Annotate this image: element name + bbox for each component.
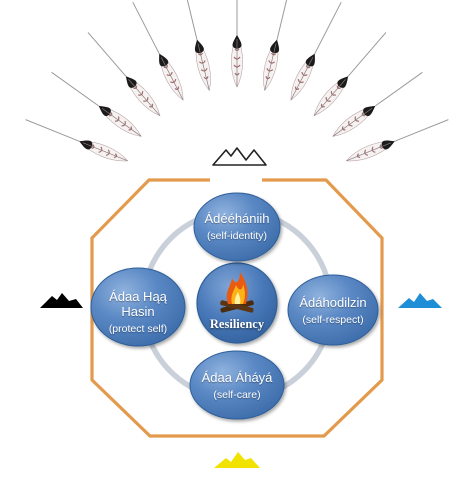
- node-right: [287, 274, 379, 346]
- node-top-text: Ádééhániih (self-identity): [194, 211, 280, 242]
- octagon-frame: [90, 178, 384, 438]
- eagle-feather-icon: [329, 100, 380, 142]
- node-bottom-text: Ádaa Áháyá (self-care): [190, 370, 284, 401]
- center-node: [196, 262, 278, 344]
- feather-quill-line: [276, 0, 288, 40]
- white-mountain-icon: [212, 147, 267, 166]
- node-right-label: Ádáhodilzin: [299, 295, 367, 310]
- node-bottom: [189, 350, 285, 420]
- node-left-text: Ádaa Hąą Hasin (protect self): [96, 289, 180, 335]
- eagle-feather-icon: [121, 72, 165, 120]
- feather-quill-line: [186, 0, 198, 40]
- node-top-label: Ádééhániih: [204, 211, 270, 226]
- node-left-sublabel: (protect self): [108, 322, 168, 335]
- node-right-sublabel: (self-respect): [302, 313, 364, 326]
- node-right-text: Ádáhodilzin (self-respect): [288, 295, 378, 326]
- node-bottom-sublabel: (self-care): [213, 388, 261, 401]
- eagle-feather-icon: [309, 72, 353, 120]
- center-label: Resiliency: [209, 317, 265, 331]
- black-mountain-icon: [40, 293, 83, 308]
- node-bottom-label: Ádaa Áháyá: [201, 370, 273, 385]
- eagle-feather-icon: [76, 135, 131, 167]
- eagle-feather-icon: [153, 50, 189, 104]
- campfire-icon: [220, 272, 254, 313]
- eagle-feather-icon: [94, 100, 145, 142]
- node-left: [90, 267, 186, 347]
- eagle-feather-icon: [258, 37, 284, 93]
- eagle-feather-headdress-icon: [25, 0, 449, 167]
- yellow-mountain-icon: [214, 452, 260, 468]
- feather-quill-line: [394, 119, 449, 142]
- node-left-label: Ádaa Hąą Hasin: [109, 289, 167, 319]
- eagle-feather-icon: [343, 135, 398, 167]
- feather-quill-line: [87, 32, 127, 77]
- eagle-feather-icon: [190, 37, 216, 93]
- feather-quill-line: [347, 32, 387, 77]
- feather-quill-line: [132, 1, 160, 55]
- feather-quill-line: [25, 119, 80, 142]
- node-top-sublabel: (self-identity): [206, 229, 268, 242]
- feather-quill-line: [51, 71, 100, 107]
- eagle-feather-icon: [285, 50, 321, 104]
- blue-mountain-icon: [398, 293, 442, 308]
- eagle-feather-icon: [230, 34, 244, 88]
- feather-quill-line: [374, 71, 423, 107]
- node-top: [193, 192, 281, 262]
- feather-quill-line: [314, 1, 342, 55]
